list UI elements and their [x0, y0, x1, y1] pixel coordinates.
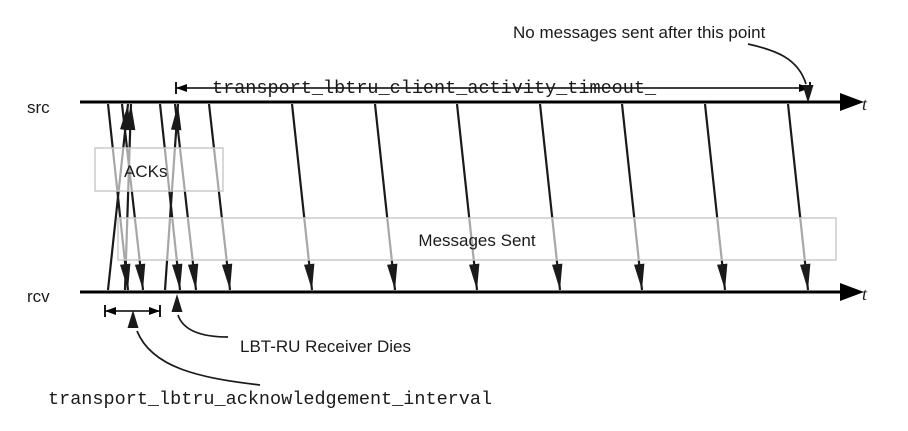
callout-leaders-layer	[127, 43, 814, 386]
axis-variable-rcv: t	[862, 284, 868, 304]
timeline-arrowhead-src	[840, 93, 864, 111]
dimension-label-acknowledgement-interval: transport_lbtru_acknowledgement_interval	[48, 389, 492, 410]
legend-box-acks-legend	[94, 147, 224, 192]
message-arrow-7-shaft	[455, 103, 479, 291]
message-arrow-9-head	[634, 263, 645, 290]
callout-text-no-messages: No messages sent after this point	[513, 23, 766, 42]
ack-arrow-1-head	[124, 104, 136, 131]
message-arrow-2-head	[172, 263, 183, 290]
dimension-arrowhead-left-acknowledgement-interval	[105, 307, 116, 315]
message-arrow-8-head	[552, 263, 563, 290]
dimension-arrowhead-left-client-activity-timeout	[176, 84, 187, 92]
message-arrow-9-shaft	[620, 103, 644, 291]
dimension-label-client-activity-timeout: transport_lbtru_client_activity_timeout_	[212, 78, 657, 99]
message-arrow-11-shaft	[786, 103, 810, 291]
legend-box-messages-sent-legend	[117, 217, 837, 261]
message-arrow-10-head	[717, 263, 728, 290]
message-arrow-1-head	[134, 263, 146, 290]
message-arrows-layer	[106, 103, 811, 291]
legend-label-acks: ACKs	[124, 162, 167, 181]
callout-leader-ack-interval-callout	[136, 330, 261, 386]
message-arrow-4-shaft	[207, 103, 232, 291]
message-arrow-5-shaft	[290, 103, 314, 291]
timeline-axes-layer	[80, 93, 864, 301]
message-arrow-5-head	[304, 263, 315, 290]
legend-overlay-layer	[94, 147, 837, 261]
dimension-arrowhead-right-acknowledgement-interval	[149, 307, 160, 315]
timeline-label-rcv: rcv	[27, 287, 50, 306]
callout-text-receiver-dies: LBT-RU Receiver Dies	[240, 337, 411, 356]
timeline-arrowhead-rcv	[840, 283, 864, 301]
message-arrow-11-head	[800, 263, 811, 290]
callout-arrowhead-no-messages-callout	[802, 85, 814, 103]
callout-leader-no-messages-callout	[747, 43, 807, 85]
message-arrow-10-shaft	[703, 103, 727, 291]
message-arrow-6-shaft	[373, 103, 397, 291]
message-arrow-3-shaft	[173, 103, 198, 291]
message-arrow-8-shaft	[538, 103, 562, 291]
ack-arrow-0-shaft	[106, 103, 130, 291]
legend-label-messages-sent: Messages Sent	[418, 231, 535, 250]
callout-arrowhead-ack-interval-callout	[127, 310, 139, 328]
callout-leader-receiver-dies-callout	[177, 314, 229, 338]
message-arrow-7-head	[469, 263, 480, 290]
message-arrow-6-head	[387, 263, 398, 290]
text-layer: src rcv t t ACKs Messages Sent transport…	[27, 23, 868, 410]
callout-arrowhead-receiver-dies-callout	[171, 294, 183, 312]
timeline-label-src: src	[27, 98, 50, 117]
ack-arrow-2-head	[170, 104, 182, 131]
message-arrow-4-head	[221, 263, 233, 290]
axis-variable-src: t	[862, 94, 868, 114]
message-arrow-3-head	[187, 263, 199, 290]
